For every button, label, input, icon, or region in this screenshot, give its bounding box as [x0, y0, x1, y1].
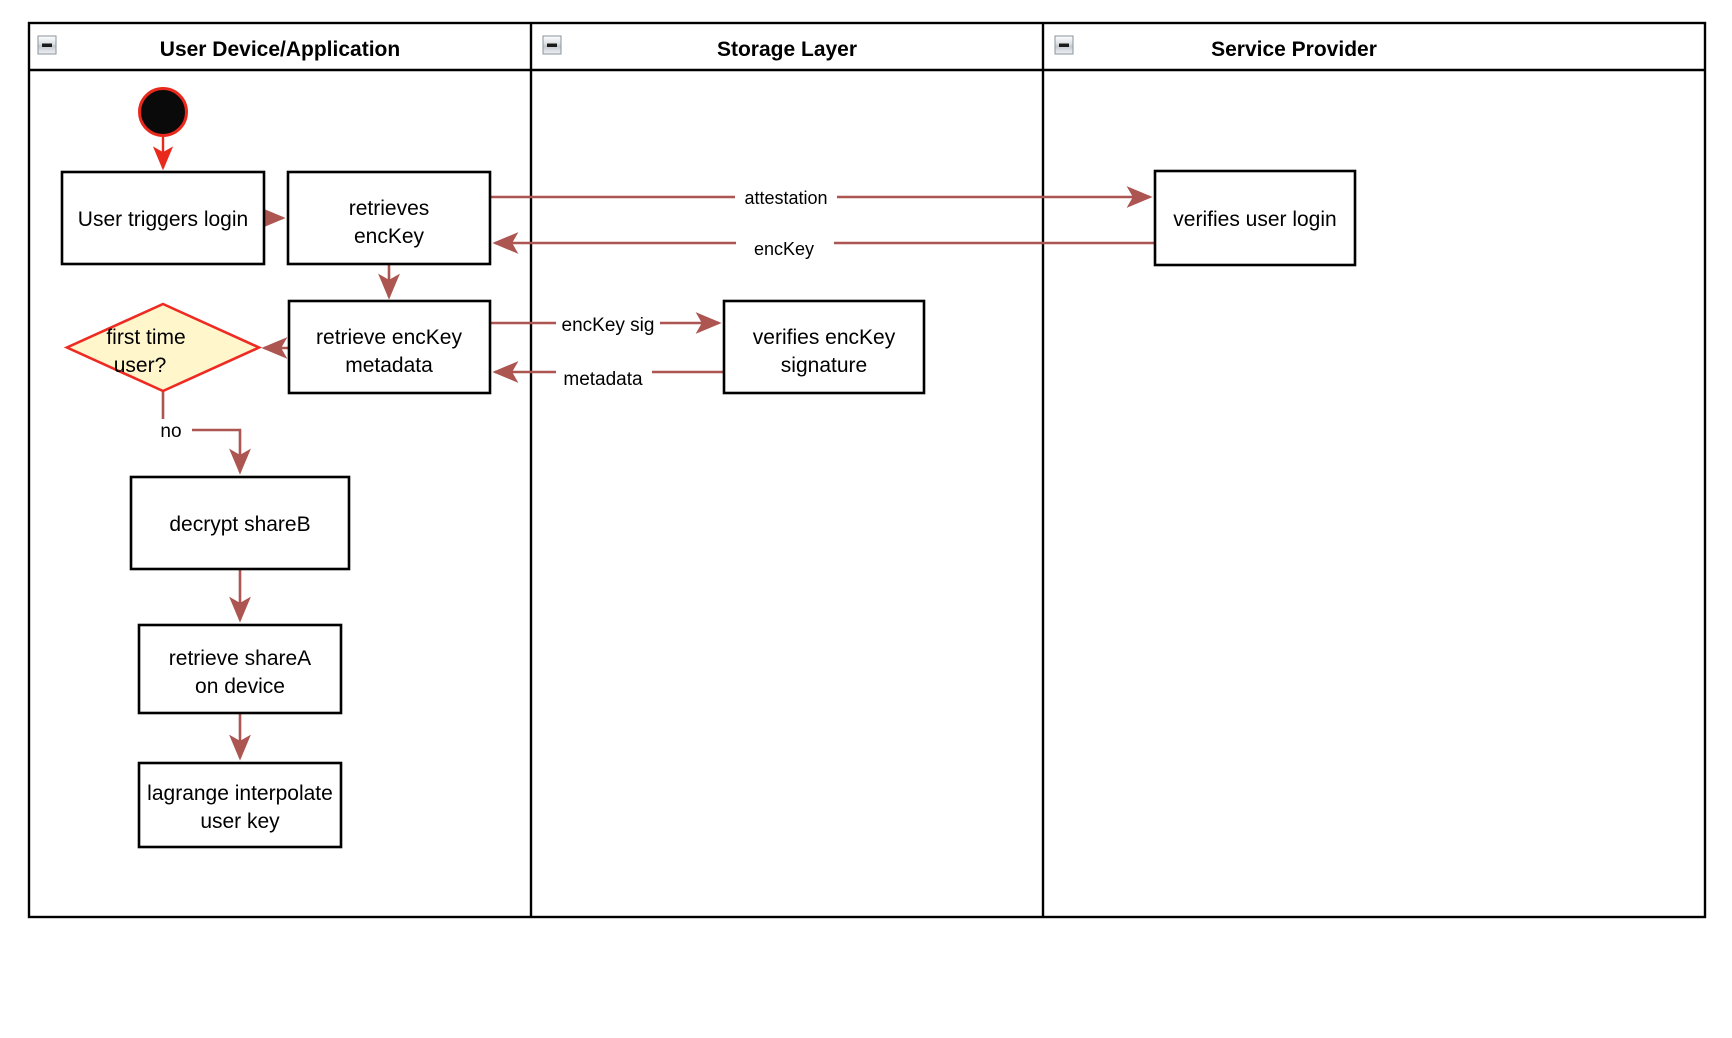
edge-label-attestation: attestation — [744, 188, 827, 208]
node-label-line2: metadata — [345, 354, 433, 377]
lane-header-user-device[interactable]: User Device/Application — [37, 35, 400, 61]
node-label-line2: signature — [781, 354, 867, 377]
node-label-line1: lagrange interpolate — [147, 782, 333, 805]
lane-title-user-device: User Device/Application — [160, 38, 400, 61]
edge-verifies-sig-to-metadata: metadata — [492, 361, 724, 390]
collapse-minus-icon[interactable] — [37, 35, 57, 55]
node-verifies-enckey-signature[interactable]: verifies encKey signature — [722, 299, 926, 395]
edge-retrieves-to-provider: attestation — [490, 186, 1153, 209]
node-first-time-user-decision[interactable]: first time user? — [63, 302, 263, 393]
node-label: verifies user login — [1173, 208, 1336, 231]
decision-label-line1: first time — [106, 326, 185, 349]
edge-label-enckey: encKey — [754, 239, 814, 259]
edge-metadata-to-verifies-sig: encKey sig — [490, 312, 722, 336]
node-retrieve-sharea-on-device[interactable]: retrieve shareA on device — [137, 623, 343, 715]
node-retrieves-enckey[interactable]: retrieves encKey — [286, 170, 492, 266]
node-label-line2: user key — [200, 810, 280, 833]
edge-label-metadata: metadata — [563, 369, 643, 390]
node-label-line1: verifies encKey — [753, 326, 896, 349]
lane-title-storage: Storage Layer — [717, 38, 857, 61]
node-label-line2: on device — [195, 675, 285, 698]
edge-provider-to-retrieves: encKey — [492, 232, 1155, 260]
node-label-line2: encKey — [354, 225, 425, 248]
lane-header-service-provider[interactable]: Service Provider — [1054, 35, 1377, 61]
node-retrieve-enckey-metadata[interactable]: retrieve encKey metadata — [287, 299, 492, 395]
lane-header-storage[interactable]: Storage Layer — [542, 35, 857, 61]
edge-decision-to-decrypt: no — [152, 391, 251, 475]
decision-label-line2: user? — [114, 354, 167, 377]
node-user-triggers-login[interactable]: User triggers login — [60, 170, 266, 266]
edge-label-no: no — [160, 421, 181, 442]
node-label: User triggers login — [78, 208, 248, 231]
node-lagrange-interpolate-user-key[interactable]: lagrange interpolate user key — [137, 761, 343, 849]
node-verifies-user-login[interactable]: verifies user login — [1153, 169, 1357, 267]
node-label-line1: retrieve encKey — [316, 326, 462, 349]
start-node[interactable] — [138, 87, 188, 137]
node-decrypt-shareb[interactable]: decrypt shareB — [129, 475, 351, 571]
collapse-minus-icon[interactable] — [542, 35, 562, 55]
lane-title-service-provider: Service Provider — [1211, 38, 1377, 61]
collapse-minus-icon[interactable] — [1054, 35, 1074, 55]
node-label-line1: retrieve shareA — [169, 647, 311, 670]
edge-label-enckey-sig: encKey sig — [562, 315, 655, 336]
node-label: decrypt shareB — [169, 513, 310, 536]
node-label-line1: retrieves — [349, 197, 430, 220]
